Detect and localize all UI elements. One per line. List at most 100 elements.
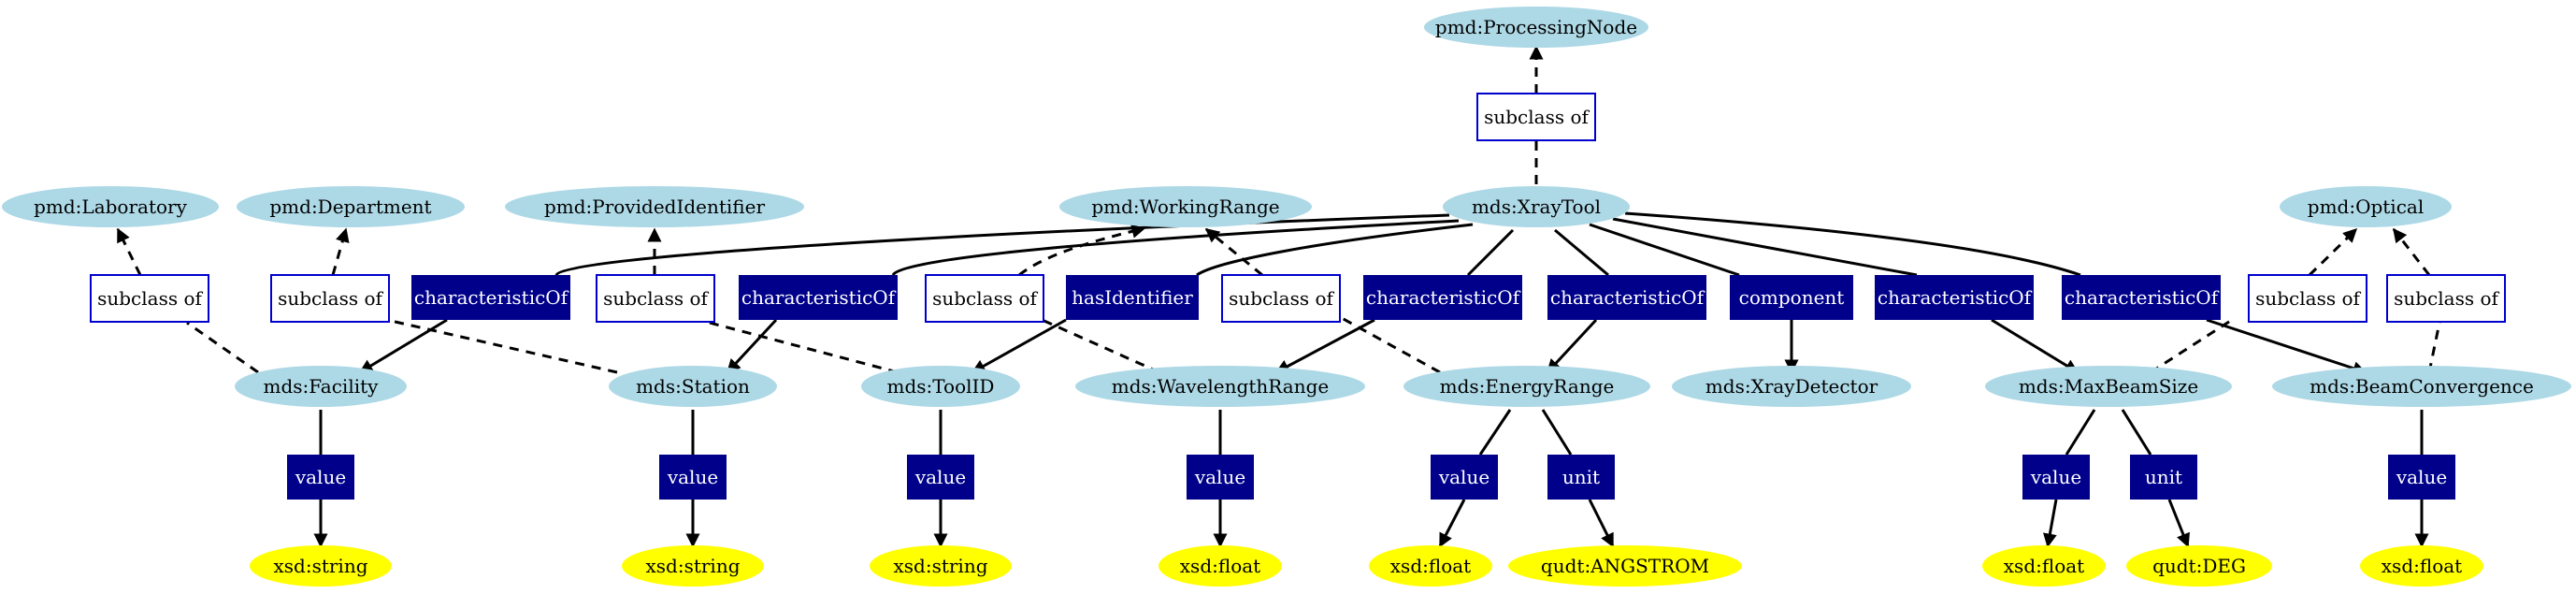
property-value-beamconvergence[interactable]: value [2388, 455, 2455, 500]
node-beam-convergence[interactable]: mds:BeamConvergence [2272, 366, 2571, 407]
edge-hasidentifier-toolid [971, 318, 1067, 374]
svg-text:value: value [667, 466, 718, 488]
svg-text:characteristicOf: characteristicOf [2065, 286, 2220, 309]
edge-subclass-laboratory [116, 227, 142, 276]
property-value-toolid[interactable]: value [907, 455, 974, 500]
svg-text:pmd:Department: pmd:Department [269, 196, 431, 218]
node-optical[interactable]: pmd:Optical [2280, 186, 2452, 227]
edge-maxbeamsize-unit [2121, 409, 2152, 456]
edge-subclass-workingrange-2 [1204, 227, 1263, 277]
property-value-wavelength[interactable]: value [1187, 455, 1254, 500]
property-characteristicof-facility[interactable]: characteristicOf [411, 275, 570, 320]
edge-charof-facility [358, 318, 448, 374]
svg-text:subclass of: subclass of [603, 287, 709, 310]
subclass-box-wavelength[interactable]: subclass of [925, 274, 1044, 323]
property-hasidentifier[interactable]: hasIdentifier [1066, 275, 1199, 320]
node-beam-size-type[interactable]: xsd:float [1982, 545, 2106, 587]
property-unit-energyrange[interactable]: unit [1547, 455, 1615, 500]
svg-text:subclass of: subclass of [932, 287, 1038, 310]
edge-subclass-optical-2 [2392, 227, 2431, 276]
node-xray-tool[interactable]: mds:XrayTool [1443, 186, 1630, 227]
edge-beamconvergence-subclass [2427, 317, 2442, 373]
edge-subclass-workingrange-1 [1018, 224, 1146, 277]
subclass-box-xraytool[interactable]: subclass of [1476, 93, 1596, 141]
node-xray-detector[interactable]: mds:XrayDetector [1672, 366, 1911, 407]
property-boxes: characteristicOf characteristicOf hasIde… [287, 275, 2455, 500]
property-characteristicof-station[interactable]: characteristicOf [739, 275, 898, 320]
node-wavelength-range[interactable]: mds:WavelengthRange [1075, 366, 1365, 407]
subclass-box-beamconvergence[interactable]: subclass of [2386, 274, 2506, 323]
svg-text:hasIdentifier: hasIdentifier [1072, 286, 1193, 309]
svg-text:value: value [295, 466, 346, 488]
node-beam-size-unit-value[interactable]: qudt:DEG [2126, 545, 2272, 587]
node-energy-type[interactable]: xsd:float [1369, 545, 1492, 587]
property-characteristicof-wavelength[interactable]: characteristicOf [1363, 275, 1522, 320]
svg-text:xsd:float: xsd:float [2004, 555, 2084, 577]
node-processing-node[interactable]: pmd:ProcessingNode [1424, 7, 1648, 48]
property-characteristicof-beamconvergence[interactable]: characteristicOf [2062, 275, 2221, 320]
node-facility[interactable]: mds:Facility [235, 366, 407, 407]
svg-text:pmd:Optical: pmd:Optical [2308, 196, 2424, 218]
svg-text:xsd:float: xsd:float [1180, 555, 1260, 577]
property-unit-maxbeamsize[interactable]: unit [2130, 455, 2197, 500]
node-tool-id[interactable]: mds:ToolID [861, 366, 1020, 407]
edge-xraytool-hasidentifier [1196, 223, 1474, 277]
node-energy-range[interactable]: mds:EnergyRange [1403, 366, 1650, 407]
edge-station-subclass [378, 316, 618, 374]
subclass-box-maxbeamsize[interactable]: subclass of [2248, 274, 2367, 323]
edge-xraytool-charof-beamconvergence [1624, 211, 2081, 277]
svg-text:subclass of: subclass of [278, 287, 383, 310]
svg-text:mds:XrayDetector: mds:XrayDetector [1705, 375, 1878, 398]
node-department[interactable]: pmd:Department [237, 186, 465, 227]
subclass-box-station[interactable]: subclass of [270, 274, 390, 323]
edge-value-energy-type [1438, 499, 1466, 548]
property-value-station[interactable]: value [659, 455, 727, 500]
property-component[interactable]: component [1730, 275, 1853, 320]
node-max-beam-size[interactable]: mds:MaxBeamSize [1985, 366, 2232, 407]
node-provided-identifier[interactable]: pmd:ProvidedIdentifier [505, 186, 804, 227]
property-characteristicof-maxbeamsize[interactable]: characteristicOf [1875, 275, 2034, 320]
svg-text:qudt:ANGSTROM: qudt:ANGSTROM [1541, 555, 1709, 577]
svg-text:characteristicOf: characteristicOf [414, 286, 569, 309]
edge-value-beamsize-type [2043, 499, 2058, 548]
svg-text:pmd:ProvidedIdentifier: pmd:ProvidedIdentifier [544, 196, 766, 218]
node-station-type[interactable]: xsd:string [622, 545, 764, 587]
svg-text:mds:Station: mds:Station [636, 375, 750, 398]
svg-text:xsd:float: xsd:float [2382, 555, 2462, 577]
subclass-box-facility[interactable]: subclass of [90, 274, 209, 323]
property-value-energyrange[interactable]: value [1431, 455, 1498, 500]
subclass-box-toolid[interactable]: subclass of [596, 274, 715, 323]
edge-charof-wavelength [1274, 318, 1375, 374]
svg-text:subclass of: subclass of [2394, 287, 2499, 310]
svg-text:pmd:WorkingRange: pmd:WorkingRange [1091, 196, 1279, 218]
svg-text:subclass of: subclass of [1229, 287, 1334, 310]
svg-text:mds:WavelengthRange: mds:WavelengthRange [1112, 375, 1329, 398]
node-laboratory[interactable]: pmd:Laboratory [2, 186, 219, 227]
svg-text:unit: unit [1562, 466, 1600, 488]
svg-text:xsd:string: xsd:string [893, 555, 987, 577]
edge-xraytool-characteristicof-station [891, 219, 1460, 277]
subclass-box-energyrange[interactable]: subclass of [1221, 274, 1341, 323]
svg-text:mds:EnergyRange: mds:EnergyRange [1440, 375, 1615, 398]
svg-text:unit: unit [2145, 466, 2182, 488]
node-wavelength-type[interactable]: xsd:float [1158, 545, 1282, 587]
svg-text:characteristicOf: characteristicOf [1366, 286, 1521, 309]
svg-text:value: value [1194, 466, 1245, 488]
edge-xraytool-charof-maxbeamsize [1612, 217, 1918, 277]
node-energy-unit-value[interactable]: qudt:ANGSTROM [1508, 545, 1742, 587]
edge-xraytool-charof-wavelength [1466, 228, 1515, 277]
node-convergence-type[interactable]: xsd:float [2360, 545, 2483, 587]
svg-text:subclass of: subclass of [2255, 287, 2361, 310]
edge-toolid-subclass [691, 316, 899, 374]
svg-text:xsd:float: xsd:float [1390, 555, 1471, 577]
node-facility-type[interactable]: xsd:string [250, 545, 392, 587]
property-value-facility[interactable]: value [287, 455, 354, 500]
property-value-maxbeamsize[interactable]: value [2022, 455, 2090, 500]
node-station[interactable]: mds:Station [609, 366, 777, 407]
node-working-range[interactable]: pmd:WorkingRange [1059, 186, 1312, 227]
svg-text:characteristicOf: characteristicOf [1550, 286, 1705, 309]
property-characteristicof-energyrange[interactable]: characteristicOf [1547, 275, 1706, 320]
edge-subclass-optical-1 [2308, 227, 2358, 277]
edge-xraytool-charof-energyrange [1554, 228, 1609, 277]
node-tool-id-type[interactable]: xsd:string [870, 545, 1012, 587]
